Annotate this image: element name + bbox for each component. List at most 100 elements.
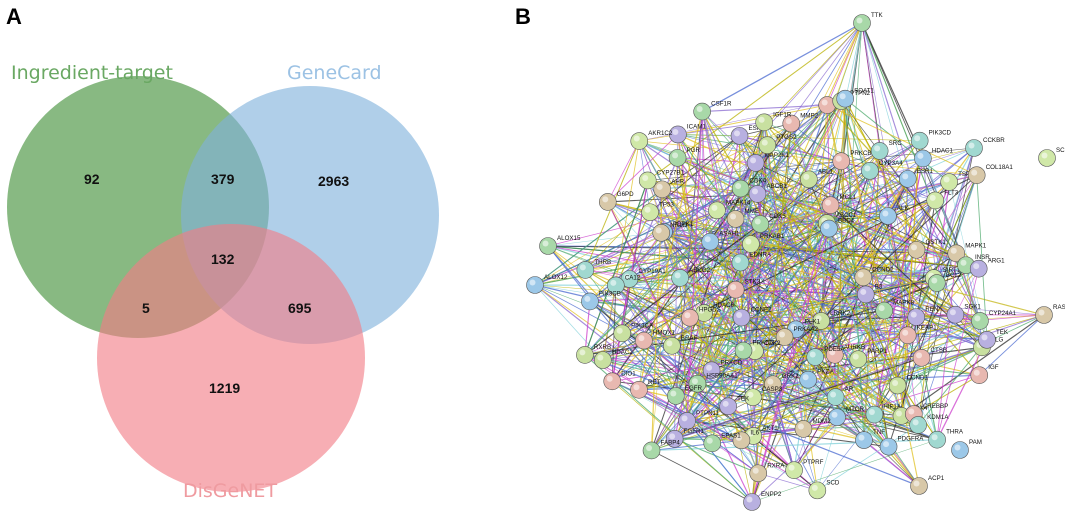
network-node[interactable]: BCL2 [928,272,962,292]
network-node[interactable]: DIO1 [603,370,637,391]
network-node[interactable]: CYP24A1 [971,310,1017,330]
network-node[interactable]: TTK [853,12,884,32]
network-node[interactable]: GSTK1 [907,239,946,259]
network-node[interactable]: ARG1 [969,258,1005,278]
network-node[interactable]: HDAC2 [594,349,633,369]
network-node[interactable]: CASP3 [744,386,783,407]
network-node[interactable]: CTSB [912,347,947,367]
network-node[interactable]: CCND1 [888,375,928,395]
network-node[interactable]: PDE5A [806,346,846,366]
network-node[interactable]: IGF [970,364,999,384]
network-node[interactable]: CYP19A1 [620,268,666,288]
network-node[interactable]: HDAC6 [695,302,735,322]
network-node[interactable]: PKCA [799,369,835,389]
network-node[interactable]: PTPRF [785,459,824,479]
network-node[interactable]: ALOX12 [526,274,568,294]
network-node[interactable]: REN [907,306,939,326]
network-node[interactable]: SGK1 [946,304,982,324]
network-node[interactable]: STK3 [726,279,761,299]
network-node[interactable]: HIF1A [865,404,902,424]
network-node[interactable]: FLT3 [926,189,959,210]
network-node[interactable]: RXRB [576,344,611,364]
network-node[interactable]: PIK3CA [613,322,654,343]
network-node[interactable]: PRKDC [734,340,775,360]
network-node[interactable]: CDK5 [751,213,787,233]
network-node[interactable]: TP53 [641,201,675,222]
network-node[interactable]: SOAT1 [836,88,875,108]
network-node[interactable]: HPGDS [681,307,721,327]
network-node[interactable]: G6PD [598,191,634,211]
network-node[interactable]: SRC [870,140,902,160]
network-node[interactable]: EDNRA [731,252,772,272]
network-node[interactable]: AURKB [826,344,865,364]
network-node[interactable]: CDK4 [731,178,767,198]
network-node[interactable]: TNF [855,429,885,449]
network-node[interactable]: CYP3A4 [861,160,903,180]
network-node[interactable]: AKR1C2 [630,130,673,150]
network-node[interactable]: ACP1 [910,475,945,495]
network-node[interactable]: AHR [653,178,685,199]
network-node[interactable]: PARP1 [849,348,888,368]
network-node[interactable]: KEAP1 [898,324,937,345]
network-node[interactable]: CCKBR [965,137,1006,157]
network-node[interactable]: THRB [576,259,611,279]
network-node[interactable]: PRKCD [702,359,743,380]
network-node[interactable]: MAPK14 [708,199,751,220]
network-node[interactable]: ESR1 [898,168,933,188]
network-node[interactable]: BBD4 [820,218,855,238]
network-node[interactable]: NR1I3 [652,222,689,242]
network-node[interactable]: PAM [951,439,982,459]
network-node[interactable]: ABCG2 [671,267,711,287]
network-node[interactable]: ABCB1 [748,183,787,203]
network-node[interactable]: MAP2K1 [746,152,790,172]
network-node[interactable]: EGFR [667,385,703,405]
network-node[interactable]: ENPP2 [743,491,782,511]
network-node[interactable]: ABL1 [800,168,834,189]
network-node[interactable]: EPAS1 [703,432,742,453]
network-node[interactable]: CCNE2 [732,307,772,327]
network-node[interactable]: IL6 [732,429,760,450]
network-node[interactable]: MMP2 [782,113,819,133]
network-node[interactable]: AR [826,386,854,406]
network-node[interactable]: BRAF [663,335,698,355]
network-node[interactable]: ALK [879,205,909,225]
network-node[interactable]: ESR2 [730,125,765,145]
network-node[interactable]: SCN10A [1038,147,1065,167]
network-node[interactable]: KDM1A [909,414,950,434]
network-node[interactable]: FABP4 [642,439,680,460]
network-node[interactable]: CCND2 [854,266,894,287]
network-node[interactable]: CSF1R [693,101,732,121]
network-node[interactable]: B3 [856,283,883,304]
network-node[interactable]: IGF1R [755,111,792,132]
network-node[interactable]: HSP90AA1 [688,373,738,393]
network-node[interactable]: COL18A1 [967,164,1013,184]
network-node[interactable]: THRA [928,429,964,449]
network-node[interactable]: ALOX15 [539,235,581,255]
network-node[interactable]: RXRA [749,462,786,483]
network-node[interactable]: GRK2 [764,373,799,393]
network-node[interactable]: MAPK1 [947,242,987,263]
network-node[interactable]: MTOR [828,406,865,427]
network-node[interactable]: MDM2 [794,418,831,438]
network-node[interactable]: RET [630,379,661,399]
network-node[interactable]: PIK3CD [910,130,952,150]
network-node[interactable]: HMOX1 [635,330,675,350]
network-node[interactable]: PDGFRA [879,436,924,456]
network-node[interactable]: FGFR1 [665,428,704,448]
network-node[interactable]: MAPK8 [875,300,915,320]
network-node[interactable]: PIK3CB [581,290,621,311]
network-node[interactable]: TEK [978,329,1009,349]
network-node[interactable]: PRKCB [832,150,872,171]
network-node[interactable]: CA12 [607,274,641,295]
network-node[interactable]: ICAM1 [669,123,706,144]
network-node[interactable]: PGR [668,147,701,167]
network-node[interactable]: HDAC1 [914,147,953,168]
network-node[interactable]: CYP27B1 [638,169,684,190]
network-node[interactable]: LRRK2 [812,310,851,330]
network-node[interactable]: PRKAB1 [742,233,785,253]
network-node[interactable]: PTGS2 [758,134,797,154]
network-node[interactable]: ASAH1 [701,231,740,251]
network-node[interactable]: PRKAA2 [775,326,819,346]
network-node[interactable]: MME [726,208,759,228]
